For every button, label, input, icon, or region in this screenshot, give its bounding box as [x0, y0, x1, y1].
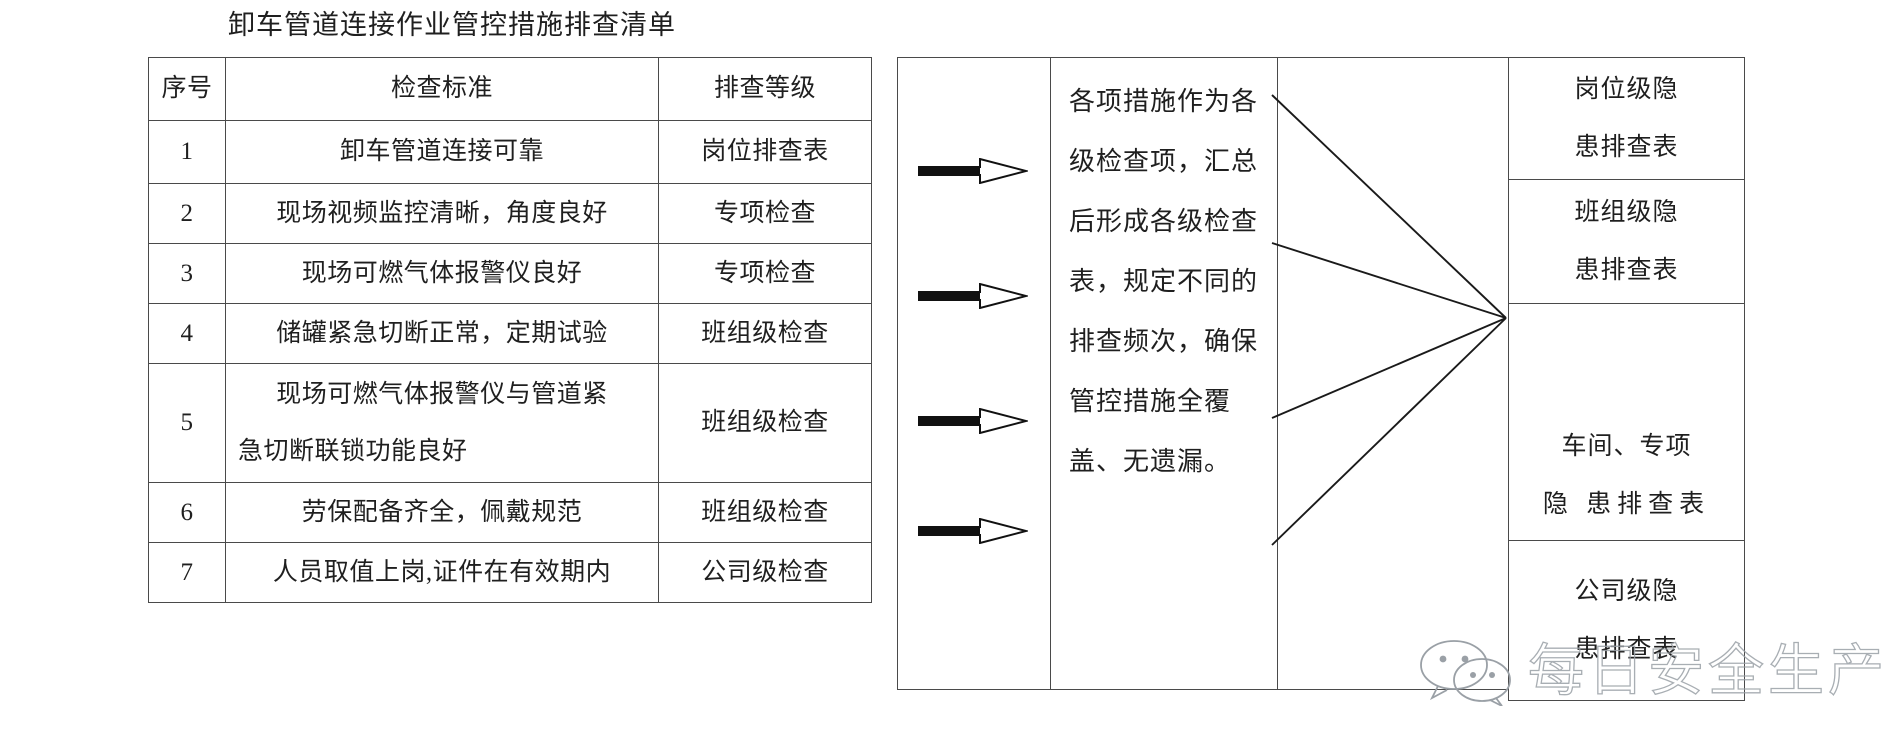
cell-level: 专项检查: [658, 183, 872, 244]
right-arrow-open-head-icon: [917, 282, 1030, 310]
column-header-no: 序号: [148, 57, 226, 121]
column-header-standard: 检查标准: [225, 57, 659, 121]
column-header-level: 排查等级: [658, 57, 872, 121]
right-arrow-open-head-icon: [917, 157, 1030, 185]
cell-standard: 劳保配备齐全，佩戴规范: [225, 482, 659, 543]
right-arrow-open-head-icon: [917, 407, 1030, 435]
right-arrow-open-head-icon: [917, 407, 1030, 435]
output-cell: 岗位级隐 患排查表: [1508, 57, 1745, 180]
cell-standard: 现场可燃气体报警仪良好: [225, 243, 659, 304]
cell-no: 4: [148, 303, 226, 364]
cell-level: 专项检查: [658, 243, 872, 304]
arrow-lane: [897, 57, 1051, 690]
table-row: 7 人员取值上岗,证件在有效期内 公司级检查: [148, 542, 872, 603]
output-line1: 公司级隐: [1574, 577, 1679, 605]
cell-no: 6: [148, 482, 226, 543]
page-title: 卸车管道连接作业管控措施排查清单: [228, 10, 676, 40]
table-row: 2 现场视频监控清晰，角度良好 专项检查: [148, 183, 872, 244]
list-item: 岗位级隐 患排查表: [1508, 57, 1745, 180]
list-item: 公司级隐 患排查表: [1508, 540, 1745, 701]
list-item: 车间、专项 隐 患排查表: [1508, 303, 1745, 541]
cell-standard: 卸车管道连接可靠: [225, 120, 659, 184]
table-row: 6 劳保配备齐全，佩戴规范 班组级检查: [148, 482, 872, 543]
cell-no: 7: [148, 542, 226, 603]
checklist-table: 序号 检查标准 排查等级 1 卸车管道连接可靠 岗位排查表 2 现场视频监控清晰…: [148, 57, 872, 603]
summary-text: 各项措施作为各级检查项，汇总后形成各级检查表，规定不同的排查频次，确保管控措施全…: [1069, 87, 1259, 476]
output-line1: 岗位级隐: [1574, 75, 1679, 103]
fan-connector-column: [1277, 57, 1509, 690]
right-arrow-open-head-icon: [917, 282, 1030, 310]
right-arrow-open-head-icon: [917, 517, 1030, 545]
output-line1: 车间、专项: [1561, 433, 1692, 460]
right-arrow-open-head-icon: [917, 517, 1030, 545]
table-row: 1 卸车管道连接可靠 岗位排查表: [148, 120, 872, 184]
list-item: 班组级隐 患排查表: [1508, 179, 1745, 304]
cell-standard: 现场视频监控清晰，角度良好: [225, 183, 659, 244]
table-row: 3 现场可燃气体报警仪良好 专项检查: [148, 243, 872, 304]
cell-no: 3: [148, 243, 226, 304]
right-arrow-open-head-icon: [917, 157, 1030, 185]
cell-no: 5: [148, 363, 226, 483]
output-line2: 隐 患排查表: [1542, 491, 1711, 518]
output-cell: 车间、专项 隐 患排查表: [1508, 303, 1745, 541]
output-line2: 患排查表: [1574, 256, 1679, 284]
output-line2: 患排查表: [1574, 635, 1679, 663]
cell-level: 班组级检查: [658, 303, 872, 364]
cell-standard: 现场可燃气体报警仪与管道紧 急切断联锁功能良好: [225, 363, 659, 483]
output-cell: 班组级隐 患排查表: [1508, 179, 1745, 304]
table-row: 4 储罐紧急切断正常，定期试验 班组级检查: [148, 303, 872, 364]
cell-standard: 储罐紧急切断正常，定期试验: [225, 303, 659, 364]
table-row: 5 现场可燃气体报警仪与管道紧 急切断联锁功能良好 班组级检查: [148, 363, 872, 483]
cell-no: 1: [148, 120, 226, 184]
outputs-table: 岗位级隐 患排查表 班组级隐 患排查表 车间、专项 隐 患排查表 公司级隐 患排…: [1508, 57, 1745, 701]
output-cell: 公司级隐 患排查表: [1508, 540, 1745, 701]
cell-standard-line1: 现场可燃气体报警仪与管道紧: [276, 381, 608, 408]
cell-no: 2: [148, 183, 226, 244]
cell-level: 班组级检查: [658, 363, 872, 483]
output-line2: 患排查表: [1574, 133, 1679, 161]
cell-level: 公司级检查: [658, 542, 872, 603]
summary-panel: 各项措施作为各级检查项，汇总后形成各级检查表，规定不同的排查频次，确保管控措施全…: [1050, 57, 1278, 690]
cell-standard-line2: 急切断联锁功能良好: [238, 438, 468, 465]
cell-standard: 人员取值上岗,证件在有效期内: [225, 542, 659, 603]
cell-level: 岗位排查表: [658, 120, 872, 184]
cell-level: 班组级检查: [658, 482, 872, 543]
table-header-row: 序号 检查标准 排查等级: [148, 57, 872, 121]
output-line1: 班组级隐: [1574, 198, 1679, 226]
